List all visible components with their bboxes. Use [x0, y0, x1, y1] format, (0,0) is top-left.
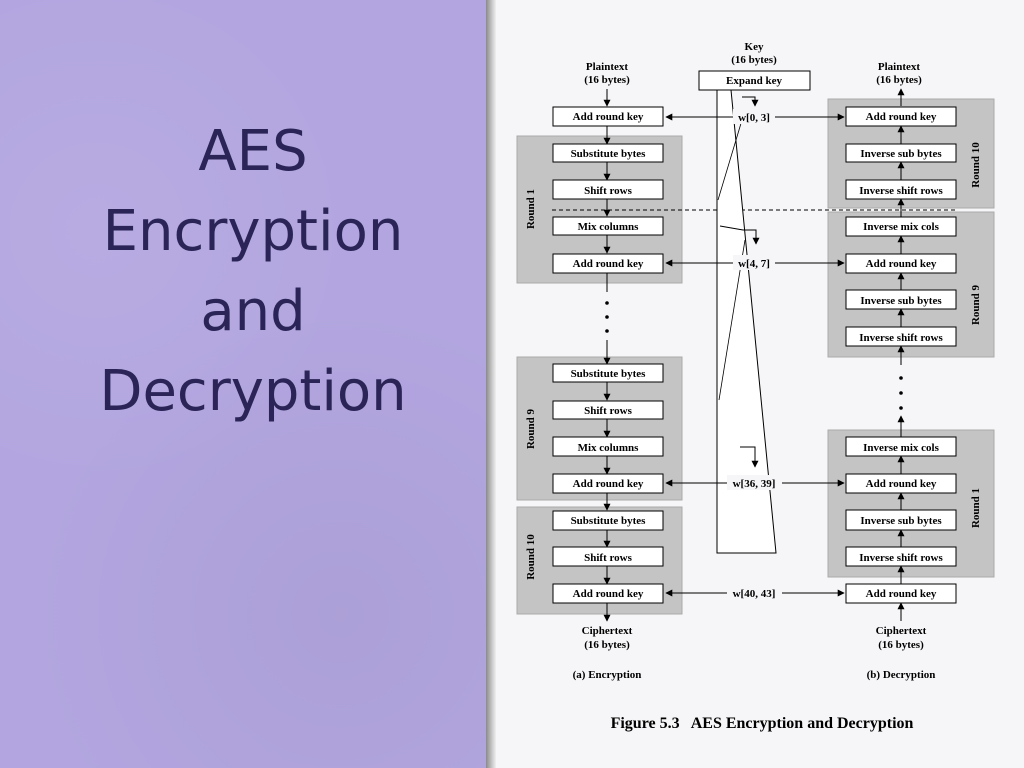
key-size-label: (16 bytes): [731, 54, 777, 66]
enc-plaintext-label: Plaintext: [586, 61, 628, 73]
dec-ciphertext-label: Ciphertext: [876, 625, 927, 637]
dec-final-add-round-key: Add round key: [866, 588, 937, 600]
expand-key-box: [698, 70, 811, 91]
enc-r10-shift-rows: Shift rows: [584, 552, 632, 564]
enc-boxes: [552, 106, 664, 604]
title-line: and: [200, 279, 306, 344]
dec-ellipsis-dot: [899, 391, 903, 395]
dec-ellipsis-dot: [899, 376, 903, 380]
dec-r10-inverse-shift-rows: Inverse shift rows: [859, 185, 943, 197]
enc-ellipsis-dot: [605, 329, 609, 333]
dec-plaintext-label: Plaintext: [878, 61, 920, 73]
enc-r9-mix-columns: Mix columns: [578, 442, 640, 454]
key-fan-w47: [719, 225, 760, 245]
enc-round1-label: Round 1: [525, 189, 537, 229]
enc-r1-shift-rows: Shift rows: [584, 185, 632, 197]
panel-divider: [486, 0, 496, 768]
key-expansion-bar: [716, 89, 777, 554]
dec-round10-label: Round 10: [970, 142, 982, 188]
title-line: AES: [198, 119, 308, 184]
figure-panel: Key (16 bytes) Expand key Plaintext (16 …: [496, 0, 1024, 768]
title-panel: [0, 0, 486, 768]
round-key-w40-43: w[40, 43]: [733, 588, 776, 600]
key-label: Key: [745, 41, 764, 53]
enc-r10-substitute-bytes: Substitute bytes: [571, 515, 647, 527]
dec-plaintext-size: (16 bytes): [876, 74, 922, 86]
enc-r1-mix-columns: Mix columns: [578, 221, 640, 233]
enc-round10-label: Round 10: [525, 534, 537, 580]
enc-r9-substitute-bytes: Substitute bytes: [571, 368, 647, 380]
dec-r10-add-round-key: Add round key: [866, 111, 937, 123]
round-key-w36-39: w[36, 39]: [733, 478, 776, 490]
decryption-subfigure-label: (b) Decryption: [867, 669, 936, 681]
enc-add-round-key-0: Add round key: [573, 111, 644, 123]
title-line: Decryption: [99, 359, 407, 424]
enc-ciphertext-label: Ciphertext: [582, 625, 633, 637]
slide-title: AES Encryption and Decryption: [0, 112, 506, 432]
enc-r1-substitute-bytes: Substitute bytes: [571, 148, 647, 160]
dec-r9-inverse-sub-bytes: Inverse sub bytes: [860, 295, 942, 307]
dec-r1-inverse-shift-rows: Inverse shift rows: [859, 552, 943, 564]
key-fan-w3639: [740, 446, 759, 468]
figure-caption: Figure 5.3 AES Encryption and Decryption: [611, 715, 914, 732]
dec-r1-inverse-mix-cols: Inverse mix cols: [863, 442, 939, 454]
enc-ciphertext-size: (16 bytes): [584, 639, 630, 651]
enc-r9-add-round-key: Add round key: [573, 478, 644, 490]
key-arrow-w03: [742, 96, 759, 107]
enc-plaintext-size: (16 bytes): [584, 74, 630, 86]
dec-r10-inverse-sub-bytes: Inverse sub bytes: [860, 148, 942, 160]
aes-diagram: Key (16 bytes) Expand key Plaintext (16 …: [516, 41, 995, 732]
key-fan-top: [717, 109, 746, 201]
dec-round1-label: Round 1: [970, 488, 982, 528]
enc-r1-add-round-key: Add round key: [573, 258, 644, 270]
dec-r9-add-round-key: Add round key: [866, 258, 937, 270]
enc-r10-add-round-key: Add round key: [573, 588, 644, 600]
dec-boxes: [845, 106, 957, 604]
enc-round9-label: Round 9: [525, 408, 537, 449]
dec-r1-add-round-key: Add round key: [866, 478, 937, 490]
expand-key-label: Expand key: [726, 75, 782, 87]
dec-r1-inverse-sub-bytes: Inverse sub bytes: [860, 515, 942, 527]
dec-ellipsis-dot: [899, 406, 903, 410]
round-key-w0-3: w[0, 3]: [738, 112, 770, 124]
dec-ciphertext-size: (16 bytes): [878, 639, 924, 651]
dec-r9-inverse-shift-rows: Inverse shift rows: [859, 332, 943, 344]
encryption-subfigure-label: (a) Encryption: [573, 669, 642, 681]
enc-ellipsis-dot: [605, 301, 609, 305]
enc-r9-shift-rows: Shift rows: [584, 405, 632, 417]
dec-round9-label: Round 9: [970, 284, 982, 325]
dec-r9-inverse-mix-cols: Inverse mix cols: [863, 221, 939, 233]
title-line: Encryption: [102, 199, 404, 264]
enc-ellipsis-dot: [605, 315, 609, 319]
round-key-w4-7: w[4, 7]: [738, 258, 770, 270]
